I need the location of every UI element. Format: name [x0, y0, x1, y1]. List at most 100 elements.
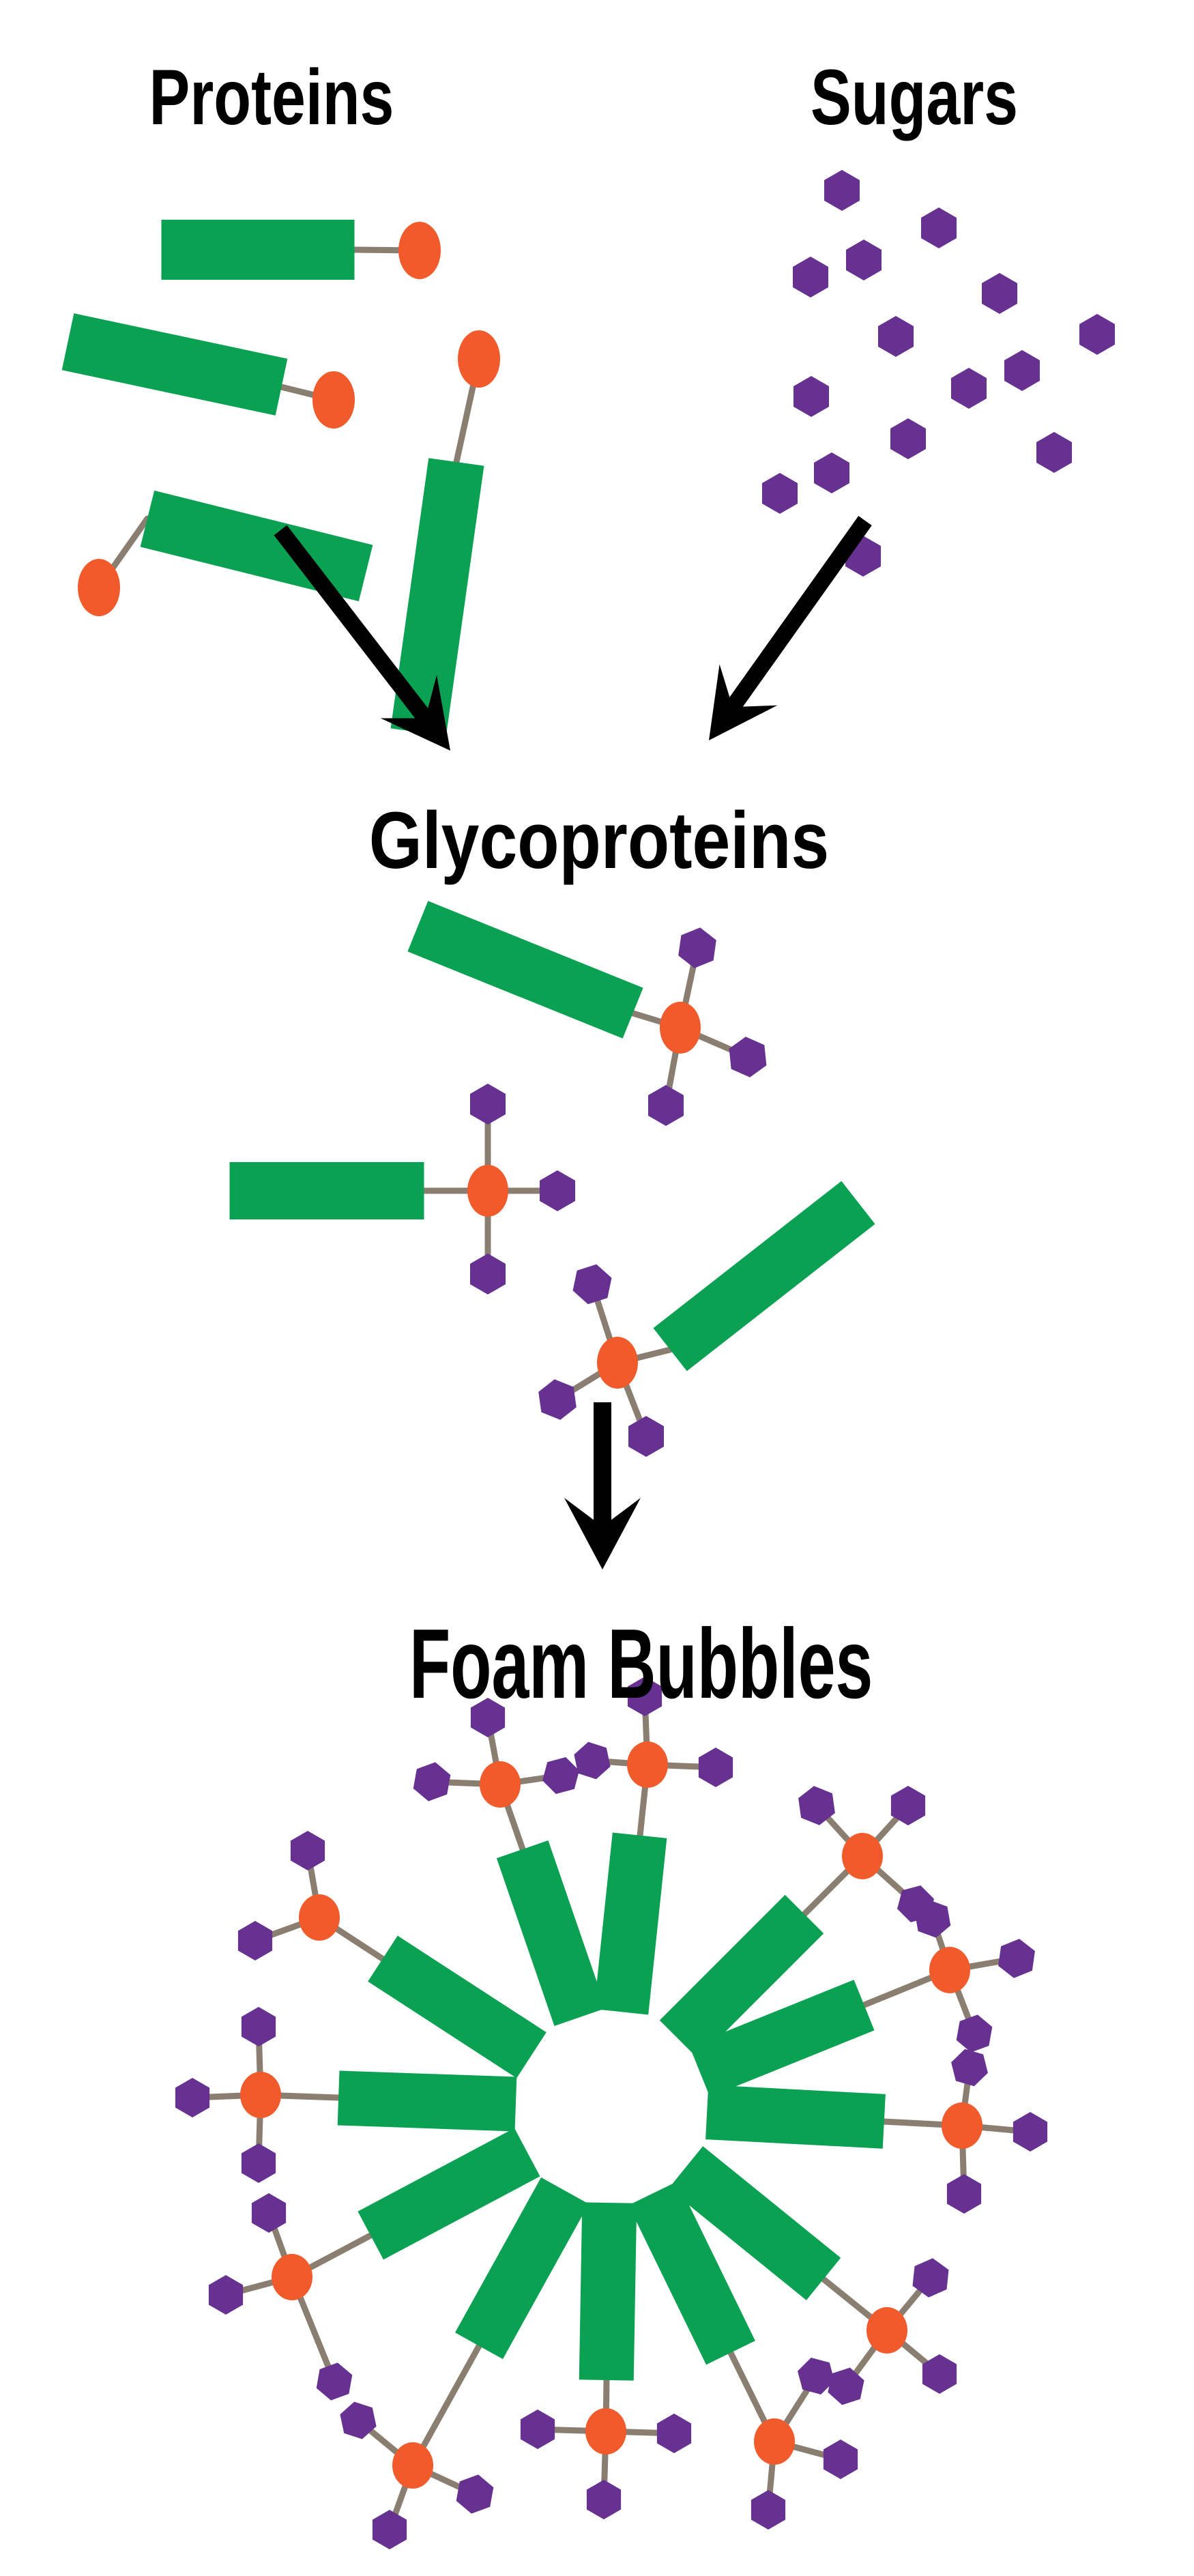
bridge-sugar-hexagon — [828, 2367, 864, 2405]
sugar-hexagon — [890, 418, 926, 459]
foam-rod — [659, 1894, 824, 2059]
glycoprotein-rod — [229, 1162, 424, 1219]
foam-sugar-hexagon — [946, 2174, 982, 2214]
foam-core-circle — [272, 2254, 312, 2300]
foam-sugar-hexagon — [922, 2354, 957, 2394]
arrow-proteins-to-glycoproteins-shaft — [274, 525, 432, 723]
sugar-hexagon — [793, 376, 829, 417]
foam-sugar-hexagon — [290, 1831, 325, 1870]
foam-sugar-hexagon — [175, 2078, 210, 2117]
foam-core-circle — [842, 1833, 883, 1879]
sugar-hexagon — [814, 452, 849, 493]
foam-rod — [689, 1980, 875, 2097]
foam-core-circle — [627, 1741, 668, 1788]
sugar-hexagon — [982, 273, 1017, 314]
sugar-hexagon — [1079, 314, 1115, 355]
foam-sugar-hexagon — [237, 1921, 273, 1960]
protein-rod — [390, 458, 484, 736]
foam-sugar-hexagon — [798, 1786, 835, 1825]
sugar-hexagon — [921, 207, 957, 248]
glycoprotein-sugar-hexagon — [628, 1416, 664, 1457]
foam-core-circle — [299, 1894, 340, 1941]
glycoproteins-title: Glycoproteins — [368, 796, 830, 886]
foam-sugar-hexagon — [656, 2414, 692, 2453]
foam-sugar-hexagon — [890, 1786, 926, 1825]
sugar-hexagon — [1004, 350, 1040, 391]
foam-core-circle — [929, 1947, 970, 1993]
bridge-sugar-hexagon — [956, 2014, 993, 2053]
foam-rod — [668, 2146, 841, 2300]
glycoprotein-sugar-hexagon — [540, 1170, 575, 1211]
glycoprotein-core-circle — [467, 1165, 508, 1217]
foam-rod — [496, 1840, 607, 2026]
glycoprotein-sugar-hexagon — [678, 927, 716, 968]
sugar-hexagon — [793, 257, 828, 298]
glycoprotein-rod — [407, 901, 643, 1039]
foam-rod — [628, 2181, 755, 2365]
sugar-hexagon — [846, 240, 882, 280]
sugar-hexagon — [878, 316, 914, 357]
foam-sugar-hexagon — [241, 2007, 276, 2046]
bridge-sugar-hexagon — [574, 1741, 611, 1780]
glycoprotein-sugar-hexagon — [729, 1037, 767, 1077]
foam-sugar-hexagon — [751, 2490, 786, 2530]
glycoprotein-core-circle — [660, 1002, 701, 1054]
foam-core-circle — [867, 2307, 907, 2354]
glycoprotein-sugar-hexagon — [470, 1084, 506, 1125]
foam-core-circle — [240, 2072, 281, 2118]
arrow-glycoproteins-to-foam-bubbles-head — [564, 1498, 641, 1569]
foam-sugar-hexagon — [456, 2474, 494, 2514]
protein-rod — [161, 220, 355, 280]
sugars-title: Sugars — [810, 54, 1019, 141]
foam-sugar-hexagon — [413, 1762, 451, 1801]
foam-sugar-hexagon — [241, 2143, 276, 2183]
foam-sugar-hexagon — [823, 2440, 858, 2479]
foam-sugar-hexagon — [998, 1939, 1035, 1978]
protein-head-circle — [458, 330, 500, 388]
foam-rod — [579, 2202, 637, 2381]
sugar-hexagon — [951, 368, 987, 409]
protein-rod — [61, 313, 288, 416]
glycoprotein-sugar-hexagon — [538, 1379, 577, 1420]
bridge-sugar-hexagon — [316, 2362, 353, 2401]
bridge-sugar-hexagon — [798, 2358, 834, 2394]
glycoprotein-sugar-hexagon — [572, 1264, 612, 1305]
connector-line — [409, 2343, 482, 2469]
protein-head-circle — [398, 222, 441, 279]
sugar-hexagon — [762, 473, 798, 514]
foam-core-circle — [392, 2442, 433, 2489]
arrow-sugars-to-glycoproteins-head — [709, 664, 778, 740]
foam-rod — [358, 2128, 540, 2260]
foam-rod — [368, 1935, 547, 2079]
glycoprotein-rod — [653, 1181, 875, 1372]
foam-sugar-hexagon — [520, 2409, 555, 2449]
proteins-title: Proteins — [149, 54, 394, 141]
sugar-hexagon — [824, 170, 860, 211]
foam-sugar-hexagon — [372, 2510, 407, 2549]
bridge-sugar-hexagon — [340, 2401, 377, 2440]
foam-core-circle — [585, 2408, 626, 2455]
foam-sugar-hexagon — [251, 2193, 287, 2233]
glycoprotein-core-circle — [597, 1337, 638, 1389]
foam-bubbles-title: Foam Bubbles — [409, 1608, 873, 1719]
bridge-sugar-hexagon — [951, 2049, 988, 2087]
sugar-hexagon — [1036, 432, 1072, 473]
glycoprotein-sugar-hexagon — [470, 1254, 506, 1294]
foam-sugar-hexagon — [627, 1677, 662, 1716]
foam-sugar-hexagon — [1013, 2112, 1048, 2152]
bridge-sugar-hexagon — [914, 1900, 951, 1938]
foam-sugar-hexagon — [698, 1748, 733, 1787]
foam-sugar-hexagon — [208, 2275, 244, 2315]
foam-rod — [454, 2177, 589, 2360]
foam-rod — [705, 2085, 886, 2149]
protein-head-circle — [78, 559, 120, 616]
foam-sugar-hexagon — [586, 2480, 622, 2519]
protein-head-circle — [312, 371, 355, 429]
foam-rod — [337, 2070, 517, 2132]
foam-sugar-hexagon — [470, 1698, 506, 1737]
protein-rod — [140, 490, 373, 602]
foam-core-circle — [480, 1761, 521, 1808]
arrow-sugars-to-glycoproteins-shaft — [725, 516, 872, 712]
